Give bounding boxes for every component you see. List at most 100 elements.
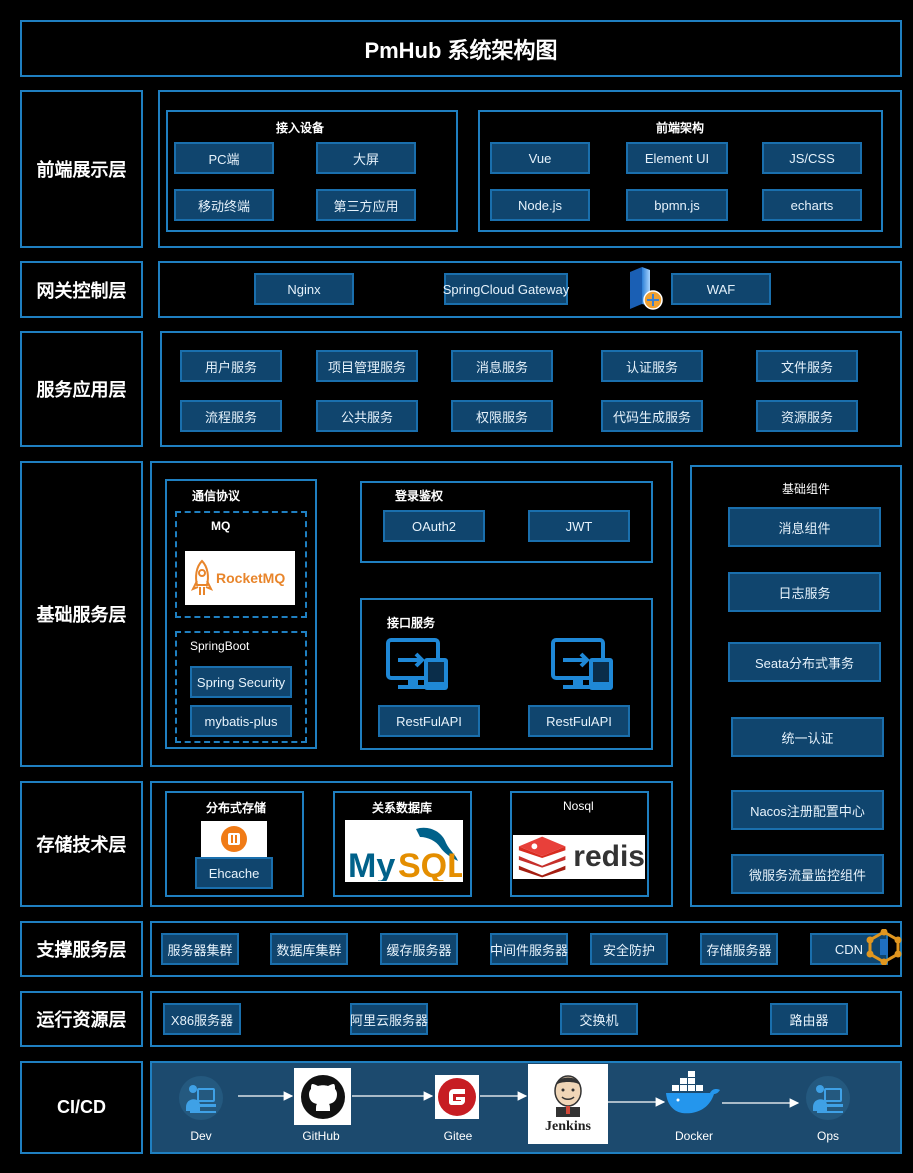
runtime-x86: X86服务器 (163, 1003, 241, 1035)
rocketmq-text: RocketMQ (216, 570, 286, 586)
device-thirdparty: 第三方应用 (316, 189, 416, 221)
gitee-logo (435, 1075, 479, 1119)
layer-label-support: 支撑服务层 (20, 921, 143, 977)
api-restful-1: RestFulAPI (378, 705, 480, 737)
ops-icon (805, 1075, 851, 1121)
gateway-nginx: Nginx (254, 273, 354, 305)
remote-desktop-icon (386, 638, 452, 694)
gateway-waf: WAF (671, 273, 771, 305)
device-mobile: 移动终端 (174, 189, 274, 221)
layer-label-gateway: 网关控制层 (20, 261, 143, 318)
jenkins-icon (554, 1075, 582, 1117)
service-permission: 权限服务 (451, 400, 553, 432)
redis-logo: redis (513, 835, 645, 879)
auth-label: 登录鉴权 (395, 489, 444, 503)
service-project: 项目管理服务 (316, 350, 418, 382)
protocol-group (165, 479, 317, 749)
dolphin-icon (416, 827, 458, 861)
redis-icon (518, 836, 566, 878)
api-restful-2: RestFulAPI (528, 705, 630, 737)
dist-storage-label: 分布式存储 (206, 801, 267, 815)
cicd-background (152, 1063, 900, 1152)
ehcache-logo (201, 821, 267, 857)
service-file: 文件服务 (756, 350, 858, 382)
support-storage-server: 存储服务器 (700, 933, 778, 965)
runtime-router: 路由器 (770, 1003, 848, 1035)
service-codegen: 代码生成服务 (601, 400, 703, 432)
service-common: 公共服务 (316, 400, 418, 432)
docker-icon (664, 1067, 722, 1117)
devices-label: 接入设备 (276, 121, 325, 135)
device-pc: PC端 (174, 142, 274, 174)
cicd-gitee-label: Gitee (443, 1129, 473, 1143)
gateway-springcloud: SpringCloud Gateway (443, 273, 569, 305)
support-security: 安全防护 (590, 933, 668, 965)
layer-label-service: 服务应用层 (20, 331, 143, 447)
arch-elementui: Element UI (626, 142, 728, 174)
layer-label-runtime: 运行资源层 (20, 991, 143, 1047)
arch-echarts: echarts (762, 189, 862, 221)
arch-vue: Vue (490, 142, 590, 174)
component-log: 日志服务 (728, 572, 881, 612)
cicd-arrows (238, 1091, 800, 1108)
ehcache-icon (221, 826, 247, 852)
layer-label-frontend: 前端展示层 (20, 90, 143, 248)
auth-oauth2: OAuth2 (383, 510, 485, 542)
page-title: PmHub 系统架构图 (20, 20, 902, 77)
github-logo (294, 1068, 351, 1125)
component-nacos: Nacos注册配置中心 (731, 790, 884, 830)
support-server-cluster: 服务器集群 (161, 933, 239, 965)
rdb-label: 关系数据库 (372, 801, 433, 815)
cdn-network-icon (866, 929, 902, 965)
service-auth: 认证服务 (601, 350, 703, 382)
mybatis-plus: mybatis-plus (190, 705, 292, 737)
mysql-my: My (348, 847, 395, 881)
frontend-arch-label: 前端架构 (656, 121, 705, 135)
arch-nodejs: Node.js (490, 189, 590, 221)
runtime-aliyun: 阿里云服务器 (350, 1003, 428, 1035)
support-cache-server: 缓存服务器 (380, 933, 458, 965)
protocol-label: 通信协议 (192, 489, 241, 503)
support-middleware-server: 中间件服务器 (490, 933, 568, 965)
component-seata: Seata分布式事务 (728, 642, 881, 682)
service-flow: 流程服务 (180, 400, 282, 432)
component-sentinel: 微服务流量监控组件 (731, 854, 884, 894)
dev-icon (178, 1075, 224, 1121)
cicd-github-label: GitHub (302, 1129, 340, 1143)
cicd-dev-label: Dev (190, 1129, 212, 1143)
cicd-ops-label: Ops (816, 1129, 839, 1143)
service-resource: 资源服务 (756, 400, 858, 432)
redis-text: redis (573, 840, 645, 873)
auth-jwt: JWT (528, 510, 630, 542)
support-db-cluster: 数据库集群 (270, 933, 348, 965)
server-firewall-icon (626, 266, 664, 312)
mq-group (175, 511, 307, 618)
device-bigscreen: 大屏 (316, 142, 416, 174)
storage-ehcache: Ehcache (195, 857, 273, 889)
gitee-icon (438, 1078, 476, 1116)
api-label: 接口服务 (387, 616, 436, 630)
component-unified-auth: 统一认证 (731, 717, 884, 757)
layer-label-storage: 存储技术层 (20, 781, 143, 907)
rocketmq-logo: RocketMQ (185, 551, 295, 605)
jenkins-logo: Jenkins (528, 1064, 608, 1144)
springboot-group (175, 631, 307, 743)
nosql-label: Nosql (563, 799, 594, 813)
arch-jscss: JS/CSS (762, 142, 862, 174)
mysql-logo: My SQL (345, 820, 463, 882)
layer-label-base: 基础服务层 (20, 461, 143, 767)
spring-security: Spring Security (190, 666, 292, 698)
arch-bpmnjs: bpmn.js (626, 189, 728, 221)
remote-desktop-icon (551, 638, 617, 694)
jenkins-text: Jenkins (545, 1119, 591, 1134)
service-message: 消息服务 (451, 350, 553, 382)
cicd-docker-label: Docker (674, 1129, 713, 1143)
mysql-sql: SQL (398, 847, 462, 881)
service-user: 用户服务 (180, 350, 282, 382)
rocket-icon (191, 559, 213, 595)
springboot-label: SpringBoot (190, 639, 250, 653)
components-label: 基础组件 (782, 482, 831, 496)
component-message: 消息组件 (728, 507, 881, 547)
github-icon (300, 1074, 345, 1119)
runtime-switch: 交换机 (560, 1003, 638, 1035)
